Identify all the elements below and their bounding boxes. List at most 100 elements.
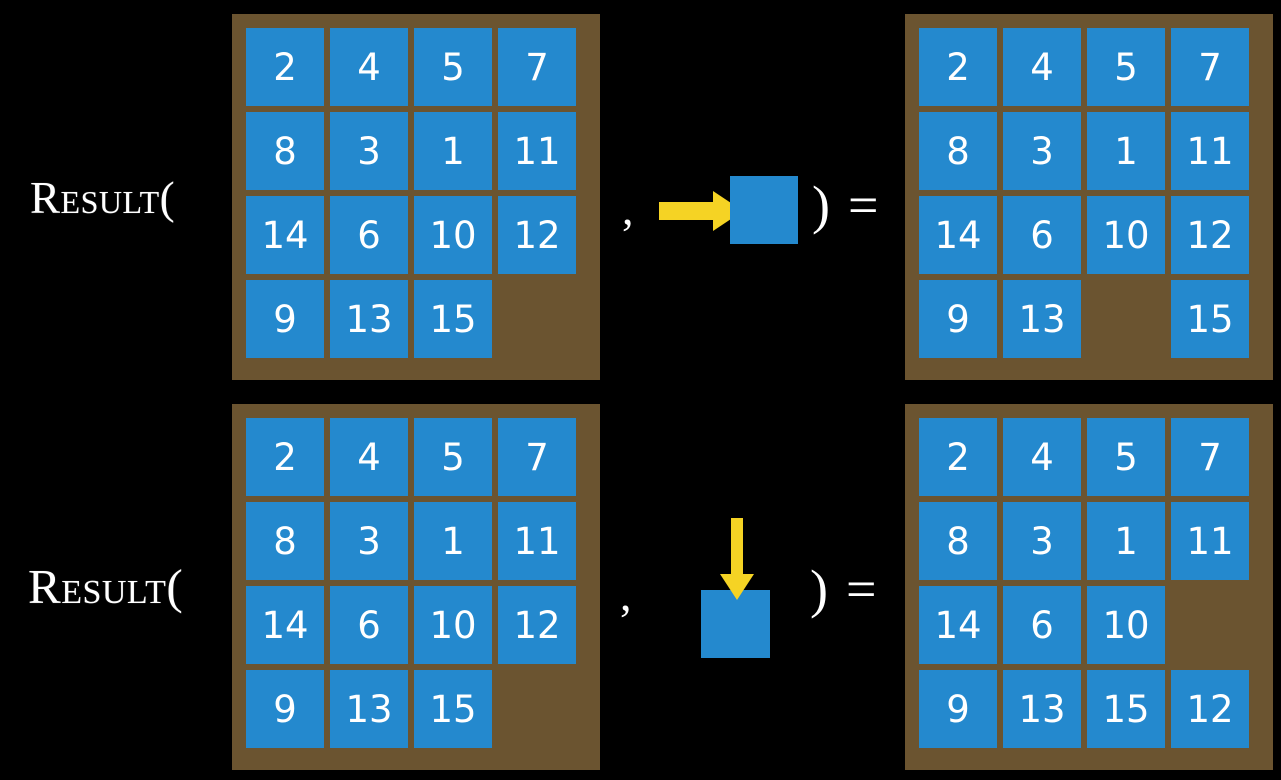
grid-cell[interactable]: 6 [330,196,408,274]
grid-cell[interactable]: 7 [498,28,576,106]
grid-cell[interactable]: 8 [919,112,997,190]
tile: 14 [246,586,324,664]
grid-cell[interactable]: 13 [330,280,408,358]
grid-cell[interactable]: 13 [1003,670,1081,748]
tile: 13 [1003,280,1081,358]
grid-cell[interactable]: 15 [414,670,492,748]
grid-cell[interactable]: 1 [1087,502,1165,580]
tile: 9 [246,670,324,748]
tile: 7 [498,28,576,106]
tile: 10 [1087,196,1165,274]
grid-cell[interactable]: 4 [1003,418,1081,496]
tile: 15 [1171,280,1249,358]
tile: 3 [330,502,408,580]
grid-cell[interactable]: 11 [1171,502,1249,580]
grid-cell[interactable]: 2 [919,28,997,106]
grid-cell[interactable]: 10 [414,586,492,664]
grid-cell[interactable]: 11 [498,502,576,580]
grid-cell-empty[interactable] [498,670,576,748]
grid-cell[interactable]: 6 [330,586,408,664]
grid-cell[interactable]: 15 [1087,670,1165,748]
tile: 11 [498,112,576,190]
grid-cell[interactable]: 12 [1171,196,1249,274]
arrow-down-icon [720,518,754,600]
grid-cell[interactable]: 14 [246,196,324,274]
grid-cell[interactable]: 2 [246,418,324,496]
grid-cell[interactable]: 4 [330,418,408,496]
grid-cell[interactable]: 5 [414,418,492,496]
grid-cell[interactable]: 2 [246,28,324,106]
grid-cell[interactable]: 9 [246,280,324,358]
grid-cell[interactable]: 11 [1171,112,1249,190]
grid-cell[interactable]: 3 [330,112,408,190]
grid-cell[interactable]: 3 [330,502,408,580]
tile: 4 [330,28,408,106]
grid-cell[interactable]: 12 [1171,670,1249,748]
grid-cell-empty[interactable] [498,280,576,358]
grid-cell[interactable]: 11 [498,112,576,190]
grid-cell[interactable]: 13 [1003,280,1081,358]
input-grid-row-1[interactable]: 2 4 5 7 8 3 1 11 14 6 10 12 9 13 15 [232,14,600,380]
grid-cell[interactable]: 14 [246,586,324,664]
grid-cell[interactable]: 14 [919,586,997,664]
grid-cell[interactable]: 4 [330,28,408,106]
grid-cell[interactable]: 3 [1003,502,1081,580]
grid-cell[interactable]: 6 [1003,196,1081,274]
tile: 2 [246,28,324,106]
grid-cell[interactable]: 5 [1087,418,1165,496]
grid-cell[interactable]: 2 [919,418,997,496]
blue-square-operand-row-2[interactable] [701,590,770,658]
tile: 5 [1087,28,1165,106]
grid-cell[interactable]: 8 [246,502,324,580]
grid-cell[interactable]: 1 [414,502,492,580]
grid-cell[interactable]: 12 [498,586,576,664]
tile: 9 [246,280,324,358]
tile: 15 [1087,670,1165,748]
output-grid-row-1[interactable]: 2 4 5 7 8 3 1 11 14 6 10 12 9 13 15 [905,14,1273,380]
tile: 9 [919,670,997,748]
grid-cell[interactable]: 8 [919,502,997,580]
grid-cell[interactable]: 3 [1003,112,1081,190]
tile: 10 [414,586,492,664]
grid-cell[interactable]: 12 [498,196,576,274]
close-paren-row-2: ) [810,559,828,619]
grid-cell[interactable]: 10 [1087,586,1165,664]
grid-cell[interactable]: 5 [414,28,492,106]
output-grid-row-2[interactable]: 2 4 5 7 8 3 1 11 14 6 10 9 13 15 12 [905,404,1273,770]
grid-cell[interactable]: 13 [330,670,408,748]
grid-cell-empty[interactable] [1087,280,1165,358]
grid-cell[interactable]: 7 [498,418,576,496]
tile: 2 [246,418,324,496]
grid-cell[interactable]: 7 [1171,28,1249,106]
grid-cell[interactable]: 1 [1087,112,1165,190]
grid-cell[interactable]: 6 [1003,586,1081,664]
grid-cell[interactable]: 4 [1003,28,1081,106]
grid-cell[interactable]: 9 [919,280,997,358]
tile: 5 [1087,418,1165,496]
tile: 8 [246,502,324,580]
tile: 1 [414,112,492,190]
grid-cell[interactable]: 10 [414,196,492,274]
grid-cell[interactable]: 14 [919,196,997,274]
grid-cell[interactable]: 7 [1171,418,1249,496]
grid-cell[interactable]: 8 [246,112,324,190]
grid-cell[interactable]: 9 [246,670,324,748]
blue-square-operand-row-1[interactable] [730,176,798,244]
result-label-text: R [28,559,62,614]
input-grid-row-2[interactable]: 2 4 5 7 8 3 1 11 14 6 10 12 9 13 15 [232,404,600,770]
tile: 7 [498,418,576,496]
tile: 1 [1087,502,1165,580]
grid-cell[interactable]: 1 [414,112,492,190]
tile: 14 [246,196,324,274]
grid-cell[interactable]: 5 [1087,28,1165,106]
grid-cell[interactable]: 10 [1087,196,1165,274]
grid-cell-empty[interactable] [1171,586,1249,664]
tile: 6 [1003,586,1081,664]
tile: 12 [498,586,576,664]
grid-cell[interactable]: 15 [414,280,492,358]
equals-sign-row-1: = [848,175,879,235]
grid-cell[interactable]: 9 [919,670,997,748]
tile: 10 [1087,586,1165,664]
grid-cell[interactable]: 15 [1171,280,1249,358]
comma-separator-row-1: , [622,183,634,234]
